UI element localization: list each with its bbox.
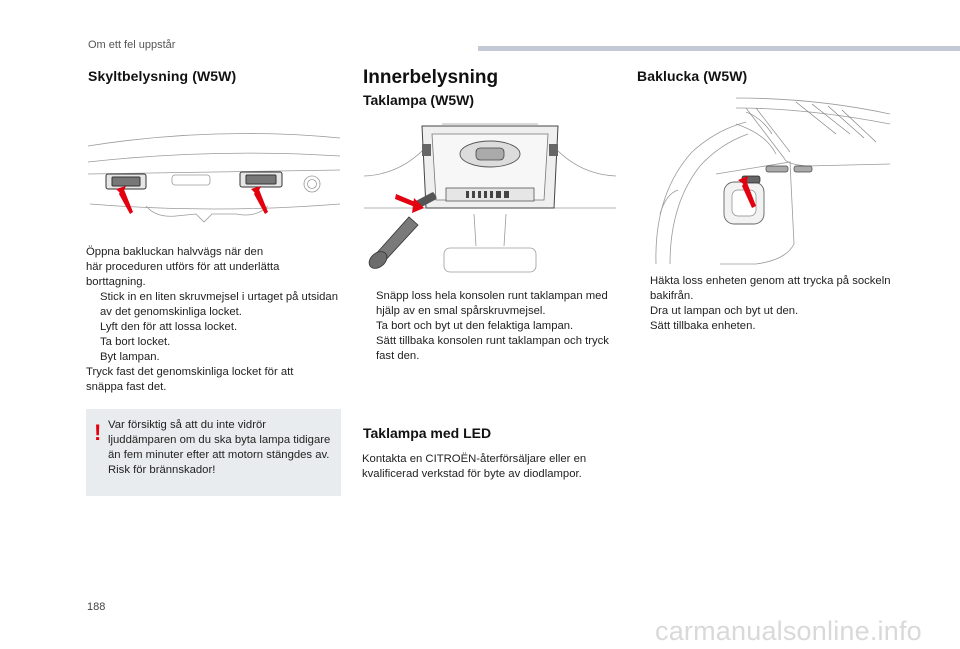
list-item: Dra ut lampan och byt ut den.	[650, 305, 799, 317]
list-item: Snäpp loss hela konsolen runt taklampan …	[376, 290, 608, 317]
list-item: Sätt tillbaka konsolen runt taklampan oc…	[376, 335, 609, 362]
section-heading-interior: Innerbelysning	[363, 67, 499, 88]
subheading-ceiling-lamp: Taklampa (W5W)	[363, 92, 474, 108]
intro-line-3: borttagning.	[86, 276, 146, 288]
ceiling-lamp-illustration	[363, 123, 617, 273]
list-item: Lyft den för att lossa locket.	[100, 321, 238, 333]
plate-steps-list: Stick in en liten skruvmejsel i urtaget …	[86, 290, 342, 365]
list-item: Ta bort locket.	[100, 336, 171, 348]
warning-box: ! Var försiktig så att du inte vidrör lj…	[86, 409, 341, 496]
list-item: Ta bort och byt ut den felaktiga lampan.	[376, 320, 574, 332]
tailgate-steps-list: Häkta loss enheten genom att trycka på s…	[636, 274, 892, 334]
list-item: Sätt tillbaka enheten.	[650, 320, 756, 332]
warning-icon: !	[94, 420, 102, 445]
list-item: Stick in en liten skruvmejsel i urtaget …	[100, 291, 338, 318]
header-bar	[478, 46, 960, 51]
list-item: Byt lampan.	[100, 351, 160, 363]
running-header: Om ett fel uppstår	[88, 39, 176, 51]
intro-line-1: Öppna bakluckan halvvägs när den	[86, 246, 264, 258]
watermark: carmanualsonline.info	[655, 616, 922, 646]
outro-line-1: Tryck fast det genomskinliga locket för …	[86, 366, 294, 378]
outro-line-2: snäppa fast det.	[86, 381, 167, 393]
led-text-line-1: Kontakta en CITROËN-återförsäljare eller…	[362, 453, 587, 465]
subheading-led-lamp: Taklampa med LED	[363, 425, 492, 441]
led-text-line-2: kvalificerad verkstad för byte av diodla…	[362, 468, 582, 480]
section-heading-license-plate: Skyltbelysning (W5W)	[88, 68, 237, 84]
warning-text: Var försiktig så att du inte vidrör ljud…	[108, 419, 331, 476]
list-item: Häkta loss enheten genom att trycka på s…	[650, 275, 891, 302]
ceiling-steps-list: Snäpp loss hela konsolen runt taklampan …	[362, 289, 618, 364]
tailgate-lamp-illustration	[655, 97, 891, 265]
intro-line-2: här proceduren utförs för att underlätta	[86, 261, 280, 273]
section-heading-tailgate: Baklucka (W5W)	[637, 68, 748, 84]
license-plate-light-illustration	[87, 133, 341, 223]
page-number: 188	[87, 601, 106, 613]
